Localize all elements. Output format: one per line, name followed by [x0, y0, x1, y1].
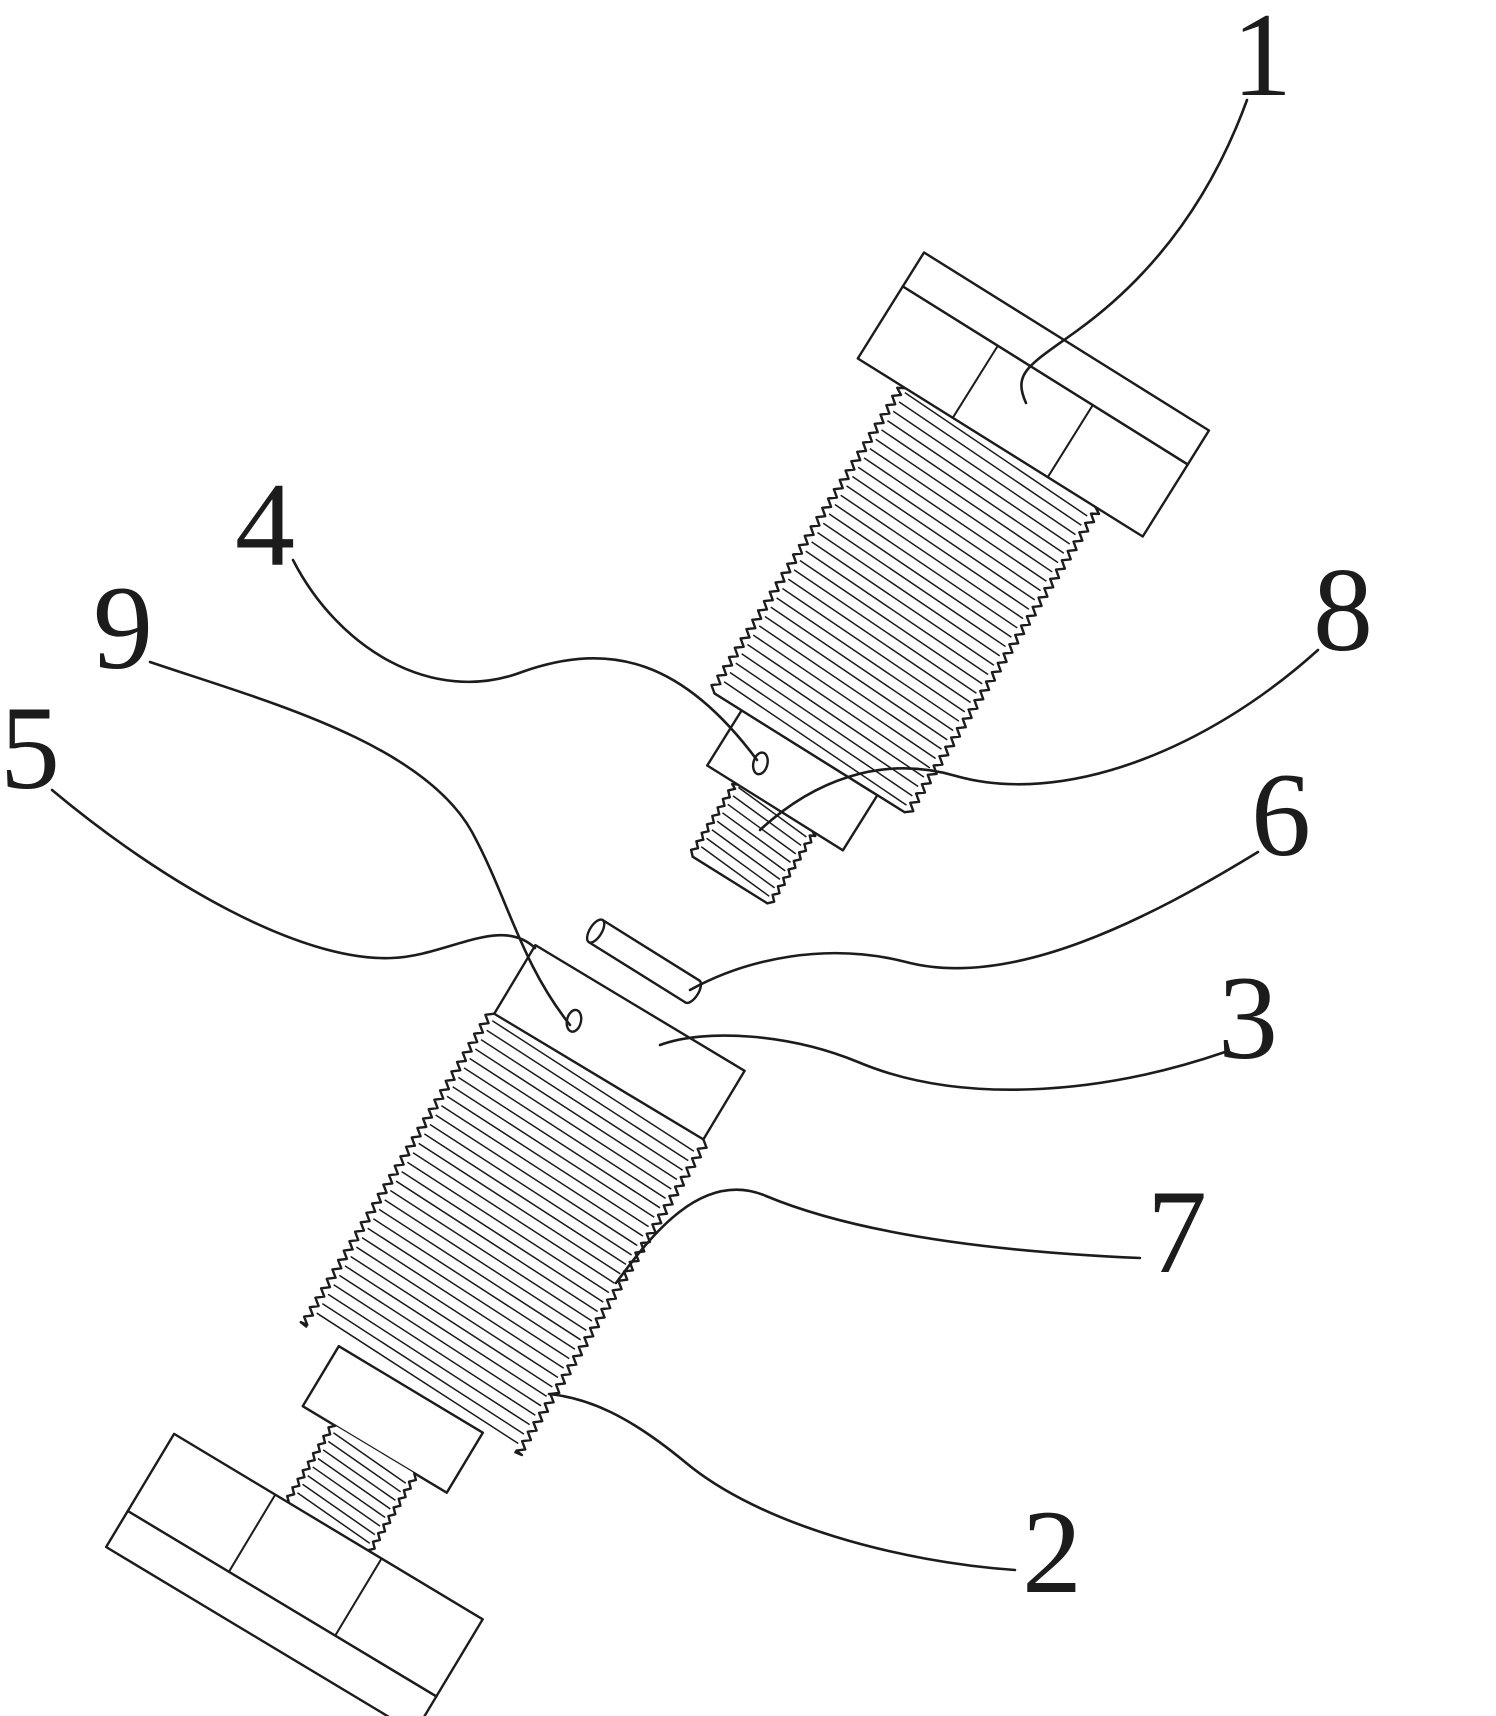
leader-line-5: [50, 788, 537, 960]
leader-line-2: [547, 1392, 1017, 1572]
leader-line-1: [1020, 98, 1249, 405]
upper-bolt-drawing: [689, 251, 1211, 905]
part-label-4: 4: [235, 458, 295, 591]
part-label-7: 7: [1147, 1165, 1207, 1298]
leader-line-9: [148, 660, 572, 1027]
part-label-5: 5: [0, 681, 60, 814]
leader-line-6: [688, 850, 1260, 992]
part-label-1: 1: [1232, 0, 1292, 121]
part-label-8: 8: [1313, 543, 1373, 676]
part-labels: 1 2 3 4 5 6 7 8 9: [0, 0, 1373, 1618]
part-label-2: 2: [1022, 1485, 1082, 1618]
leader-line-8: [758, 648, 1320, 832]
leader-line-4: [291, 558, 759, 762]
leader-lines: [50, 98, 1320, 1572]
part-label-6: 6: [1251, 748, 1311, 881]
part-label-9: 9: [93, 561, 153, 694]
connecting-pin-drawing: [585, 918, 703, 1005]
lower-bolt-drawing: [104, 943, 746, 1716]
part-label-3: 3: [1218, 951, 1278, 1084]
leader-line-3: [658, 1034, 1227, 1091]
leader-line-7: [614, 1188, 1142, 1285]
